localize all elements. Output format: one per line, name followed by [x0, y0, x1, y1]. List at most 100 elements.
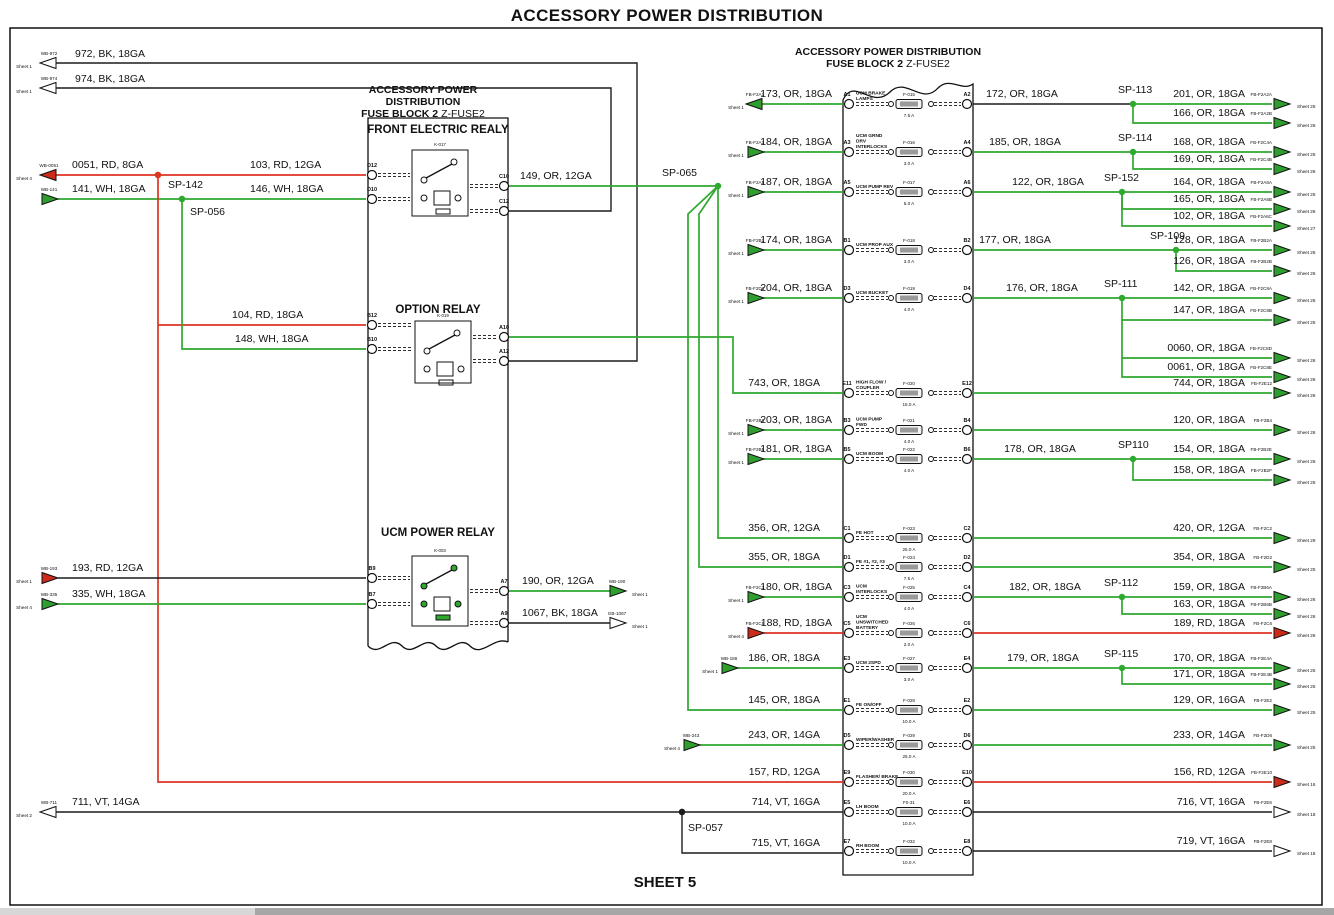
- relay-terminal-K-019: [457, 365, 465, 373]
- offsheet-ref-arrow-FB-F2D3[interactable]: [747, 291, 766, 305]
- wire-122-label: 122, OR, 18GA: [1012, 176, 1084, 188]
- offsheet-ref-arrow-FB-F2B5[interactable]: [747, 452, 766, 466]
- fuse-rating-F-027: 3.0 A: [904, 677, 915, 682]
- offsheet-ref-arrow-WB-974[interactable]: [38, 81, 57, 95]
- offsheet-ref-arrow-FB-F2B4[interactable]: [1273, 423, 1292, 437]
- offsheet-ref-arrow-FB-F2D2[interactable]: [1273, 560, 1292, 574]
- offsheet-ref-arrow-FB-F2E12[interactable]: [1273, 386, 1292, 400]
- wire-179-label: 179, OR, 18GA: [1007, 652, 1079, 664]
- sheet-label: SHEET 5: [633, 874, 697, 891]
- offsheet-ref-arrow-WB-193[interactable]: [41, 571, 60, 585]
- offsheet-ref-arrow-FB-F2B2B[interactable]: [1273, 264, 1292, 278]
- relay-resistor-K-019: [438, 379, 454, 386]
- offsheet-ref-arrow-FB-F2C8A[interactable]: [1273, 291, 1292, 305]
- wire-186-label: 186, OR, 18GA: [748, 652, 820, 664]
- offsheet-ref-arrow-FB-F2C4A[interactable]: [1273, 145, 1292, 159]
- pin-D3: [843, 292, 855, 304]
- pin-label-D3: D3: [843, 286, 850, 292]
- offsheet-ref-arrow-WB-711[interactable]: [38, 805, 57, 819]
- offsheet-ref-arrow-FB-F2E6[interactable]: [1273, 805, 1292, 819]
- scrollbar-thumb[interactable]: [255, 908, 1334, 915]
- wire-354-label: 354, OR, 18GA: [1173, 551, 1245, 563]
- relay-box-torn-edge: [367, 640, 509, 651]
- splice-SP-113: [1129, 100, 1137, 108]
- offsheet-ref-arrow-FB-F2A2B[interactable]: [1273, 116, 1292, 130]
- offsheet-ref-arrow-GB-1067[interactable]: [609, 616, 628, 630]
- offsheet-ref-sheet-FB-F2C4A: Sheet 26: [1297, 152, 1316, 157]
- fuse-id-F-016: F-016: [903, 140, 915, 145]
- wire-102: [1121, 192, 1272, 227]
- offsheet-ref-arrow-FB-F2A3[interactable]: [747, 145, 766, 159]
- wire-142-label: 142, OR, 18GA: [1173, 282, 1245, 294]
- offsheet-ref-arrow-FB-F2C8E[interactable]: [1273, 370, 1292, 384]
- offsheet-ref-arrow-FB-F2C8D[interactable]: [1273, 351, 1292, 365]
- fuse-terminal: [888, 707, 894, 713]
- offsheet-ref-arrow-FB-F2B1[interactable]: [747, 243, 766, 257]
- wire-148: [181, 199, 366, 350]
- fuse-terminal: [928, 149, 934, 155]
- offsheet-ref-id-FB-F2A2A: FB-F2A2A: [1251, 92, 1273, 97]
- offsheet-ref-arrow-FB-F2E8[interactable]: [1273, 844, 1292, 858]
- offsheet-ref-arrow-FB-F2C8B[interactable]: [1273, 313, 1292, 327]
- pin-label-E2: E2: [964, 698, 971, 704]
- offsheet-ref-arrow-FB-F2E4A[interactable]: [1273, 661, 1292, 675]
- offsheet-ref-sheet-WB-243: Sheet 4: [664, 746, 680, 751]
- offsheet-ref-arrow-FB-F2B2E[interactable]: [1273, 452, 1292, 466]
- fuse-name-F-021: FWD: [856, 422, 867, 428]
- wire-744-label: 744, OR, 18GA: [1173, 377, 1245, 389]
- wire-243-label: 243, OR, 14GA: [748, 729, 820, 741]
- pin-A5: [843, 186, 855, 198]
- offsheet-ref-arrow-WB-972[interactable]: [38, 56, 57, 70]
- wire-0061-label: 0061, OR, 18GA: [1167, 361, 1245, 373]
- offsheet-ref-arrow-WB-186[interactable]: [721, 661, 740, 675]
- offsheet-ref-arrow-FB-F2B2F[interactable]: [1273, 473, 1292, 487]
- relay-resistor-K-017: [435, 208, 451, 215]
- offsheet-ref-arrow-FB-F2A5[interactable]: [747, 185, 766, 199]
- offsheet-ref-arrow-FB-F2C3[interactable]: [747, 590, 766, 604]
- offsheet-ref-arrow-FB-F2C4B[interactable]: [1273, 162, 1292, 176]
- offsheet-ref-arrow-WB-335[interactable]: [41, 597, 60, 611]
- fuse-block-header-line1: ACCESSORY POWER DISTRIBUTION: [794, 46, 982, 58]
- offsheet-ref-arrow-FB-F2A6C[interactable]: [1273, 219, 1292, 233]
- pin-label-B4: B4: [963, 418, 971, 424]
- offsheet-ref-arrow-FB-F2A2A[interactable]: [1273, 97, 1292, 111]
- fuse-terminal: [888, 535, 894, 541]
- offsheet-ref-arrow-FB-F2B3[interactable]: [747, 423, 766, 437]
- offsheet-ref-arrow-FB-F2D6[interactable]: [1273, 738, 1292, 752]
- fuse-name-F-016: DRV: [856, 139, 867, 145]
- splice-label-SP-056: SP-056: [190, 206, 225, 218]
- wire-157: [157, 175, 843, 783]
- offsheet-ref-arrow-FB-F2A6A[interactable]: [1273, 185, 1292, 199]
- offsheet-ref-arrow-WB-141[interactable]: [41, 192, 60, 206]
- offsheet-ref-arrow-FB-F2E10[interactable]: [1273, 775, 1292, 789]
- offsheet-ref-arrow-FB-F2A1[interactable]: [744, 97, 763, 111]
- relay-coil-K-003: [433, 596, 451, 612]
- pin-B6: [961, 453, 973, 465]
- offsheet-ref-arrow-WB-243[interactable]: [683, 738, 702, 752]
- fuse-id-F-032: F-032: [903, 839, 915, 844]
- offsheet-ref-sheet-FB-F2C6: Sheet 26: [1297, 633, 1316, 638]
- offsheet-ref-sheet-FB-F2A5: Sheet 1: [728, 193, 744, 198]
- offsheet-ref-arrow-FB-F2B2A[interactable]: [1273, 243, 1292, 257]
- offsheet-ref-arrow-FB-F2C5[interactable]: [747, 626, 766, 640]
- offsheet-ref-arrow-FB-F2E4B[interactable]: [1273, 677, 1292, 691]
- offsheet-ref-sheet-FB-F2B4: Sheet 26: [1297, 430, 1316, 435]
- horizontal-scrollbar[interactable]: [0, 908, 1334, 915]
- offsheet-ref-arrow-FB-F2A6B[interactable]: [1273, 202, 1292, 216]
- offsheet-ref-sheet-FB-F2D3: Sheet 1: [728, 299, 744, 304]
- splice-SP-114: [1129, 148, 1137, 156]
- offsheet-ref-arrow-WB-190[interactable]: [609, 584, 628, 598]
- wire-190-label: 190, OR, 12GA: [522, 575, 594, 587]
- offsheet-ref-sheet-FB-F2A6A: Sheet 26: [1297, 192, 1316, 197]
- offsheet-ref-arrow-FB-F2C2[interactable]: [1273, 531, 1292, 545]
- fuse-block-outline: [842, 82, 974, 876]
- fuse-terminal: [928, 564, 934, 570]
- offsheet-ref-arrow-FB-F2E2[interactable]: [1273, 703, 1292, 717]
- offsheet-ref-arrow-FB-F2B6A[interactable]: [1273, 590, 1292, 604]
- offsheet-ref-id-FB-F2B2F: FB-F2B2F: [1251, 468, 1272, 473]
- offsheet-ref-arrow-WB-0051[interactable]: [38, 168, 57, 182]
- offsheet-ref-arrow-FB-F2B6B[interactable]: [1273, 607, 1292, 621]
- offsheet-ref-arrow-FB-F2C6[interactable]: [1273, 626, 1292, 640]
- wire-165-label: 165, OR, 18GA: [1173, 193, 1245, 205]
